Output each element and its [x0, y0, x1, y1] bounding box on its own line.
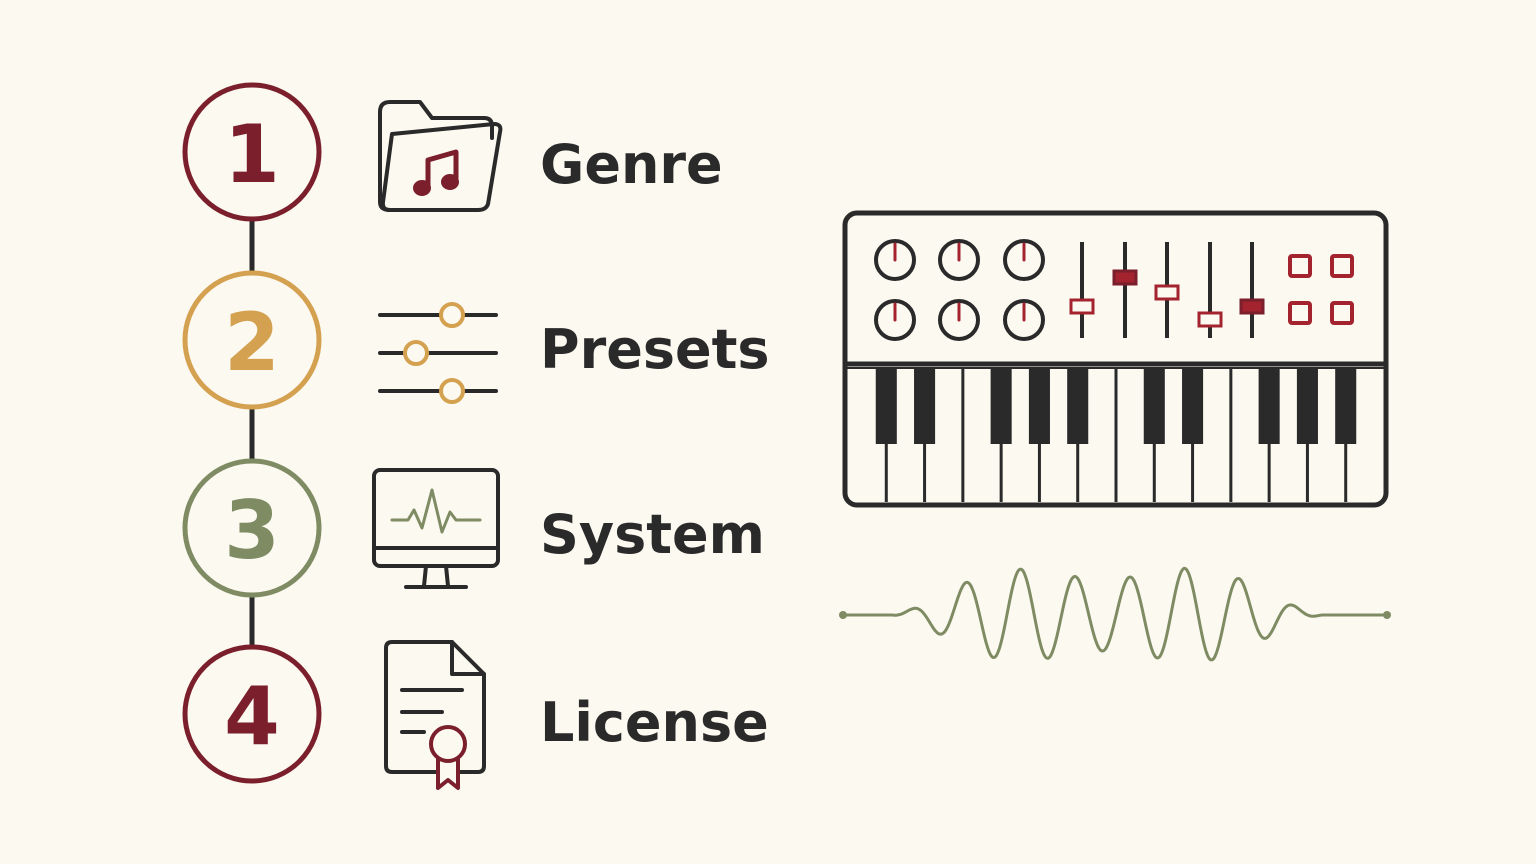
- black-key: [990, 368, 1012, 444]
- step-3-label: System: [540, 503, 765, 566]
- step-1-number: 1: [224, 108, 280, 201]
- black-key: [1067, 368, 1089, 444]
- waveform-end-dot: [1383, 611, 1391, 619]
- step-3-circle: [182, 458, 322, 598]
- step-3: 3 System: [182, 458, 765, 598]
- step-4-label: License: [540, 691, 769, 754]
- black-key: [1182, 368, 1204, 444]
- step-1: 1 Genre: [182, 82, 723, 222]
- step-4-number: 4: [224, 670, 280, 763]
- monitor-waveform-icon: [372, 468, 500, 589]
- step-3-number: 3: [224, 484, 280, 577]
- step-2-circle: [182, 270, 322, 410]
- black-key: [1258, 368, 1280, 444]
- black-key: [1296, 368, 1318, 444]
- step-1-label: Genre: [540, 133, 723, 196]
- keyboard-keys: [875, 368, 1357, 502]
- black-key: [1143, 368, 1165, 444]
- black-key: [1028, 368, 1050, 444]
- sliders-icon: [378, 302, 498, 404]
- step-2-label: Presets: [540, 318, 770, 381]
- step-1-circle: [182, 82, 322, 222]
- certificate-document-icon: [384, 640, 486, 790]
- keyboard-pads: [1288, 254, 1354, 325]
- keyboard-faders: [1069, 242, 1265, 338]
- music-folder-icon: [378, 100, 503, 212]
- step-4: 4 License: [182, 640, 769, 790]
- knob-indicators: [893, 242, 1026, 322]
- step-2-number: 2: [224, 296, 280, 389]
- waveform-line: [841, 566, 1389, 662]
- audio-waveform-icon: [839, 566, 1391, 662]
- black-key: [1335, 368, 1357, 444]
- midi-keyboard-controller-icon: [842, 210, 1389, 508]
- black-key: [875, 368, 897, 444]
- waveform-start-dot: [839, 611, 847, 619]
- step-4-circle: [182, 644, 322, 784]
- black-key: [914, 368, 936, 444]
- step-2: 2 Presets: [182, 270, 770, 410]
